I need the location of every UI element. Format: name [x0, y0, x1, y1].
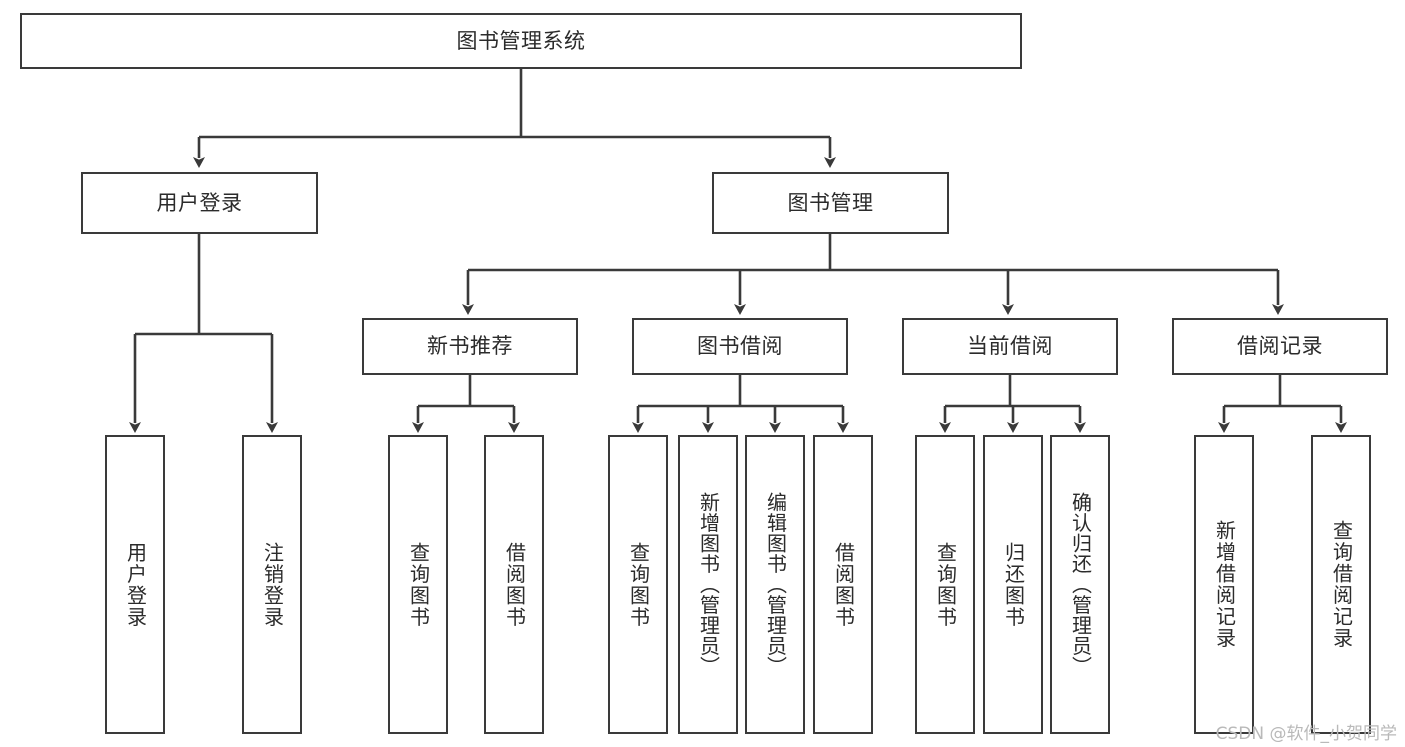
node-leaf-confirm-return[interactable]: 确认归还（管理员） — [1050, 435, 1110, 734]
watermark-text: CSDN @软件_小贺同学 — [1215, 724, 1397, 744]
node-label: 查询图书 — [626, 541, 651, 628]
node-book-manage[interactable]: 图书管理 — [712, 172, 949, 234]
node-book-borrow[interactable]: 图书借阅 — [632, 318, 848, 375]
node-label: 用户登录 — [123, 541, 148, 628]
node-leaf-add-record[interactable]: 新增借阅记录 — [1194, 435, 1254, 734]
node-label: 查询图书 — [933, 541, 958, 628]
node-label: 用户登录 — [156, 190, 243, 215]
node-user-login[interactable]: 用户登录 — [81, 172, 318, 234]
node-leaf-return-book[interactable]: 归还图书 — [983, 435, 1043, 734]
node-leaf-query-book-1[interactable]: 查询图书 — [388, 435, 448, 734]
node-root-system[interactable]: 图书管理系统 — [20, 13, 1022, 69]
node-leaf-user-login[interactable]: 用户登录 — [105, 435, 165, 734]
node-label: 新增借阅记录 — [1212, 520, 1237, 649]
node-leaf-query-book-2[interactable]: 查询图书 — [608, 435, 668, 734]
node-label: 查询借阅记录 — [1329, 520, 1354, 649]
node-label: 注销登录 — [260, 541, 285, 628]
node-label: 确认归还（管理员） — [1068, 492, 1093, 677]
node-borrow-record[interactable]: 借阅记录 — [1172, 318, 1388, 375]
node-label: 编辑图书（管理员） — [763, 492, 788, 677]
node-label: 归还图书 — [1001, 541, 1026, 628]
node-new-book-recommend[interactable]: 新书推荐 — [362, 318, 578, 375]
node-label: 借阅记录 — [1237, 334, 1323, 359]
node-current-borrow[interactable]: 当前借阅 — [902, 318, 1118, 375]
node-leaf-query-record[interactable]: 查询借阅记录 — [1311, 435, 1371, 734]
node-label: 查询图书 — [406, 541, 431, 628]
node-label: 图书管理系统 — [456, 28, 586, 53]
node-label: 图书借阅 — [697, 334, 783, 359]
node-label: 当前借阅 — [967, 334, 1053, 359]
node-leaf-add-book[interactable]: 新增图书（管理员） — [678, 435, 738, 734]
node-label: 借阅图书 — [502, 541, 527, 628]
node-leaf-logout[interactable]: 注销登录 — [242, 435, 302, 734]
node-label: 图书管理 — [787, 190, 874, 215]
node-leaf-edit-book[interactable]: 编辑图书（管理员） — [745, 435, 805, 734]
node-leaf-query-book-3[interactable]: 查询图书 — [915, 435, 975, 734]
node-label: 新书推荐 — [427, 334, 513, 359]
node-label: 新增图书（管理员） — [696, 492, 721, 677]
node-leaf-borrow-book-1[interactable]: 借阅图书 — [484, 435, 544, 734]
node-leaf-borrow-book-2[interactable]: 借阅图书 — [813, 435, 873, 734]
node-label: 借阅图书 — [831, 541, 856, 628]
